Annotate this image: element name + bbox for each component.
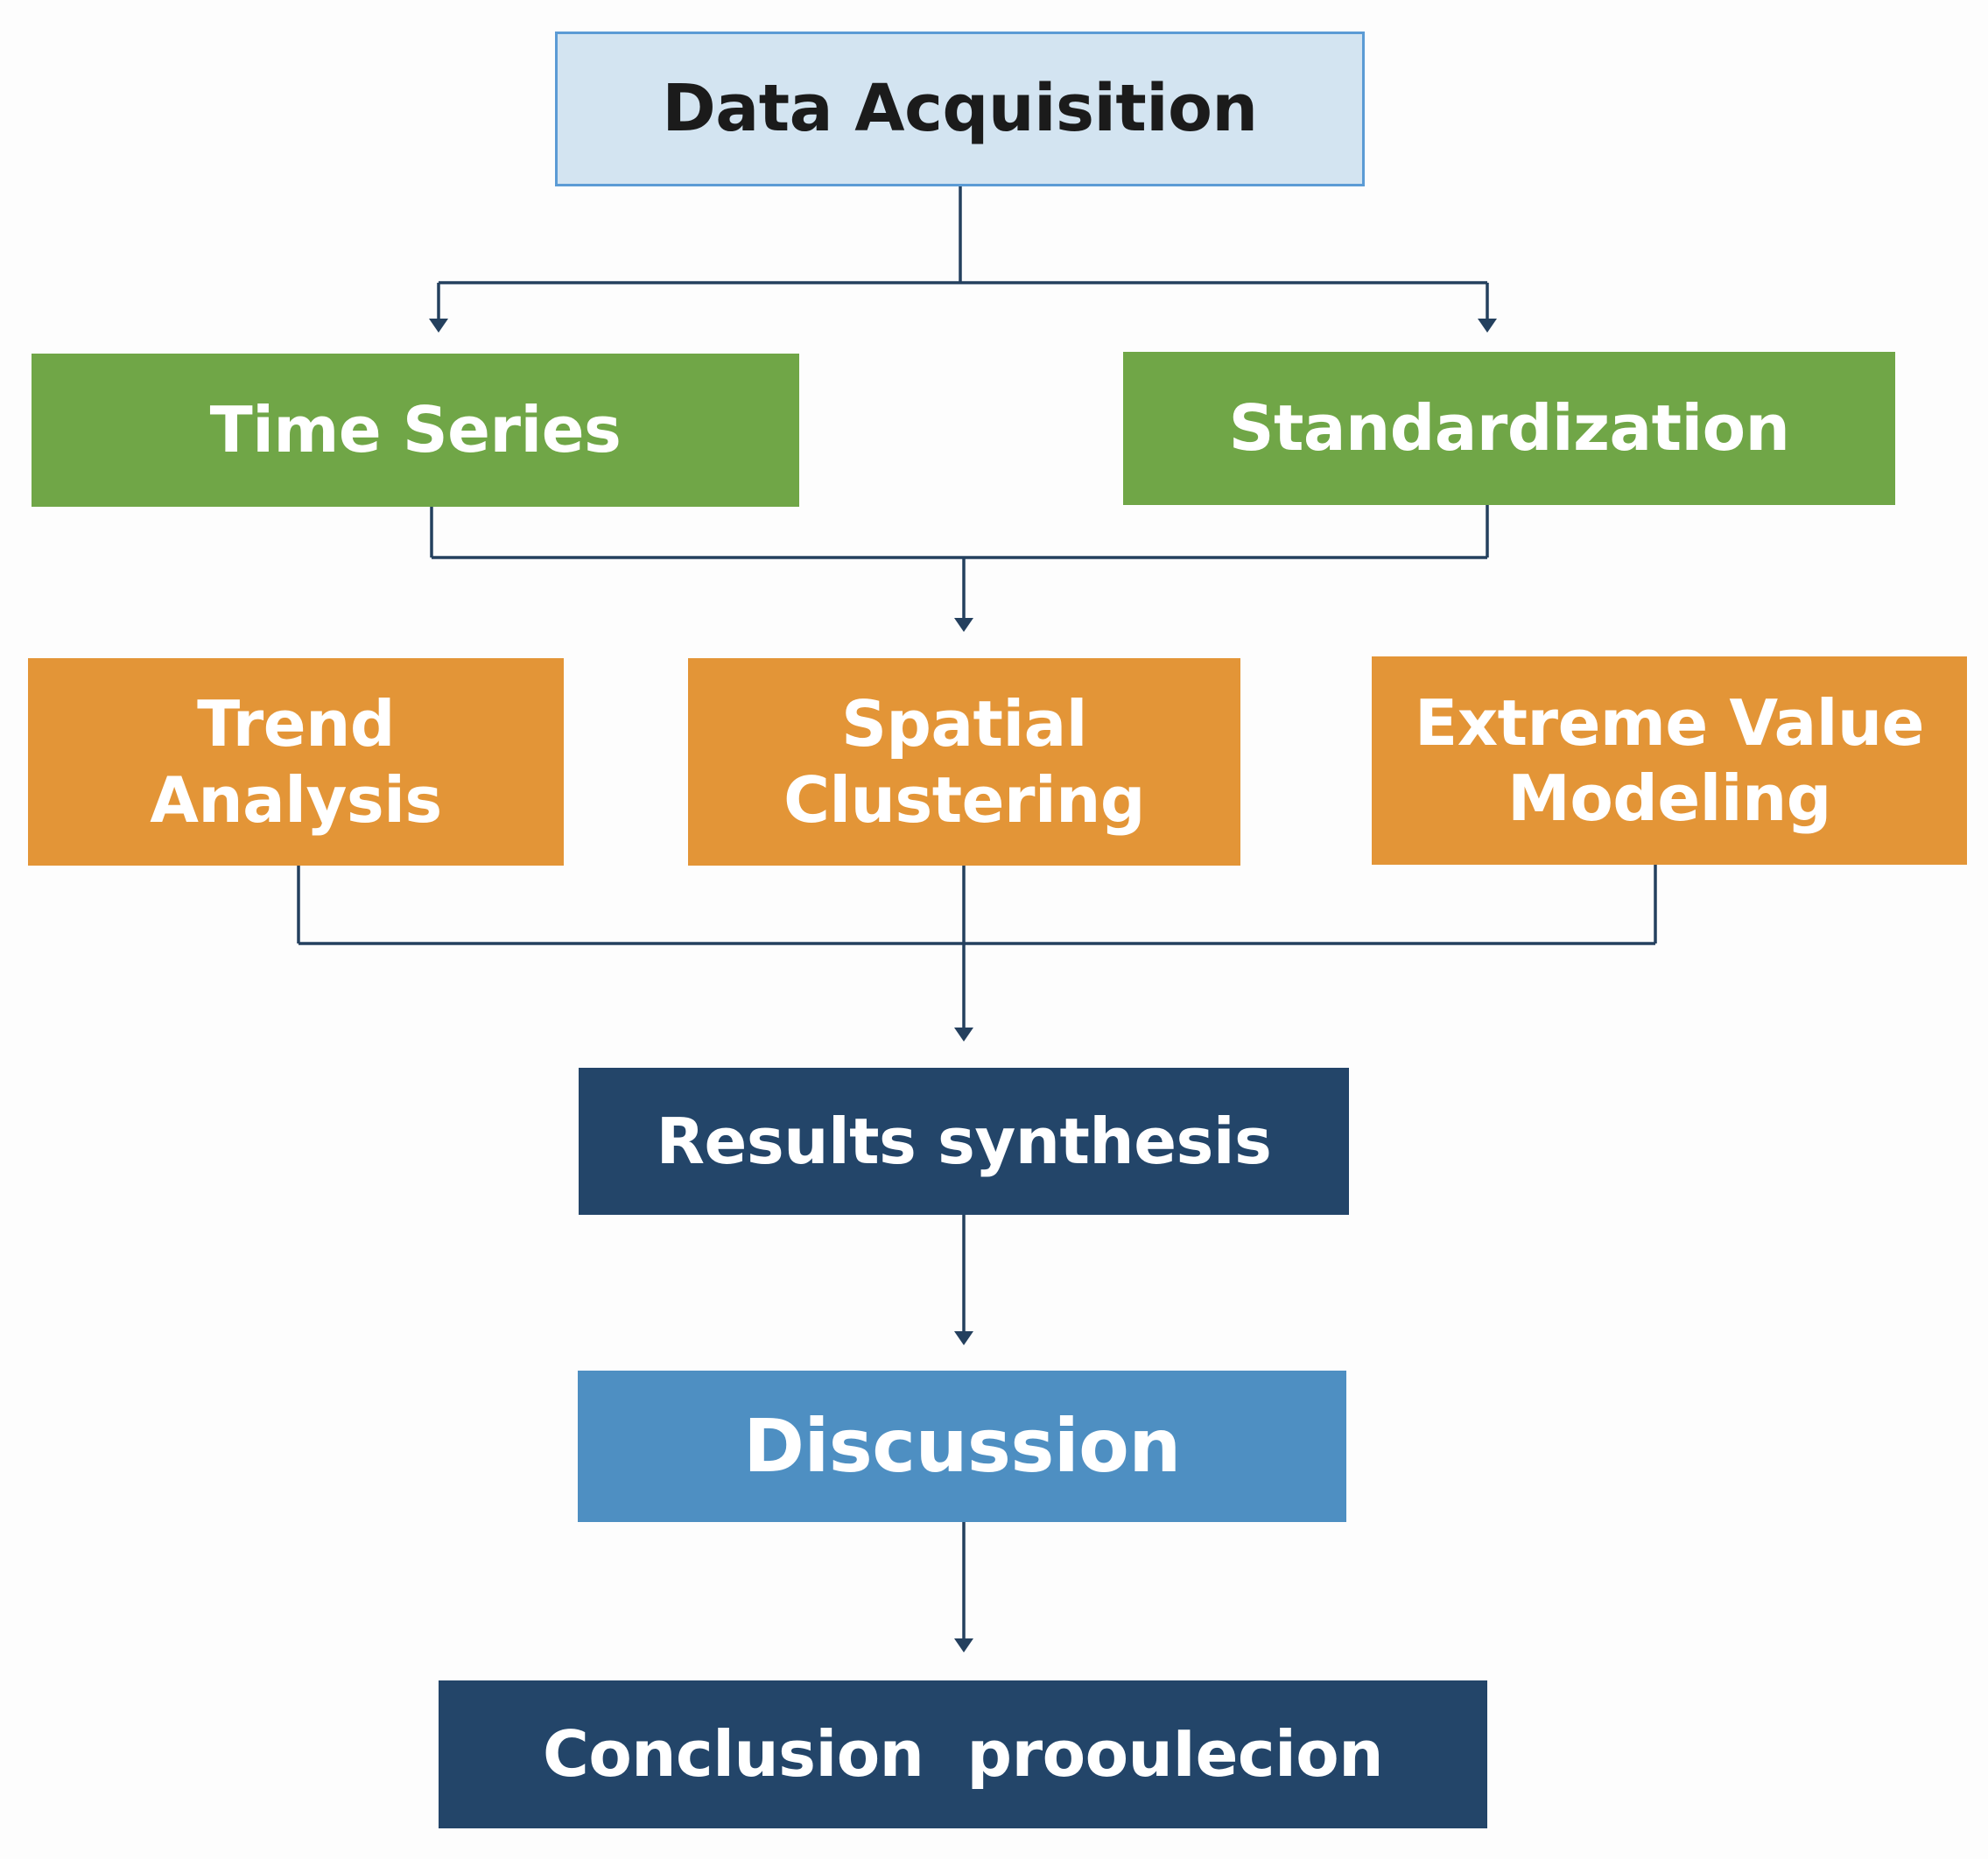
arrowhead-discussion	[954, 1331, 973, 1345]
arrowhead-results	[954, 1028, 973, 1042]
discussion-label: Discussion	[743, 1403, 1181, 1490]
data-acquisition-label: Data Acquisition	[662, 71, 1258, 147]
extreme-value-label-line-2: Modeling	[1507, 761, 1831, 835]
conclusion-box: Conclusion proouIecion	[439, 1680, 1487, 1828]
arrowhead-standardization	[1478, 319, 1497, 333]
arrowhead-analysis	[954, 618, 973, 632]
results-synthesis-label: Results synthesis	[656, 1104, 1272, 1178]
spatial-clustering-label-line-1: Spatial	[841, 687, 1087, 761]
trend-analysis-label-line-2: Analysis	[150, 762, 442, 837]
results-synthesis-box: Results synthesis	[579, 1068, 1349, 1215]
time-series-box: Time Series	[32, 354, 799, 507]
standardization-label: Standardization	[1228, 391, 1790, 466]
spatial-clustering-label-line-2: Clustering	[783, 762, 1145, 837]
time-series-label: Time Series	[209, 393, 622, 467]
arrowhead-time-series	[429, 319, 448, 333]
extreme-value-modeling-box: Extreme Value Modeling	[1372, 656, 1967, 865]
spatial-clustering-box: Spatial Clustering	[688, 658, 1240, 866]
trend-analysis-box: Trend Analysis	[28, 658, 564, 866]
standardization-box: Standardization	[1123, 352, 1895, 505]
extreme-value-label-line-1: Extreme Value	[1415, 685, 1924, 760]
arrowhead-conclusion	[954, 1638, 973, 1652]
conclusion-label: Conclusion proouIecion	[542, 1717, 1384, 1792]
data-acquisition-box: Data Acquisition	[555, 32, 1365, 186]
discussion-box: Discussion	[578, 1371, 1346, 1522]
trend-analysis-label-line-1: Trend	[197, 687, 395, 761]
